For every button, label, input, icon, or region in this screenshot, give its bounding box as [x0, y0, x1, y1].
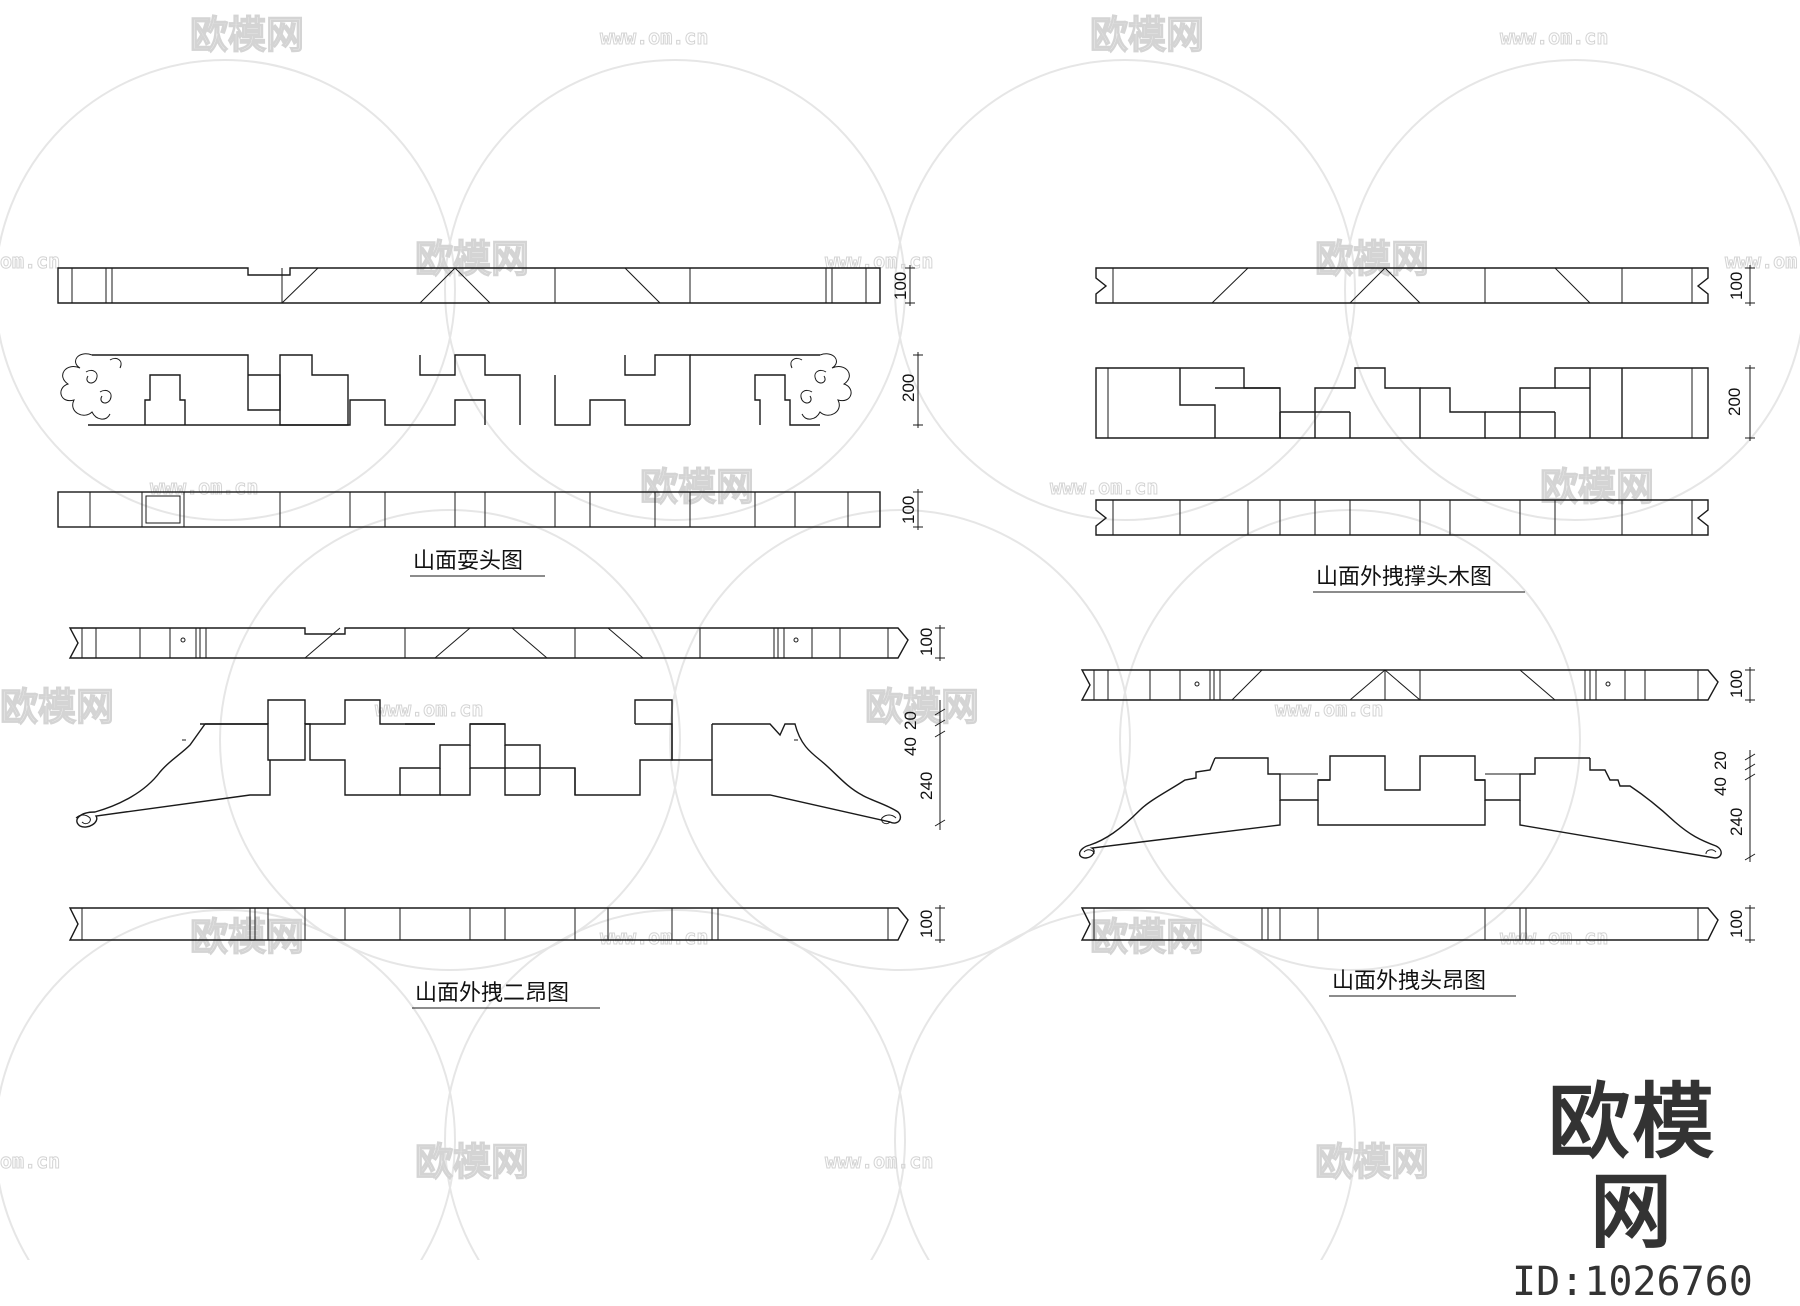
watermark-url: www.om.cn	[1500, 925, 1608, 949]
watermark-logo: 欧模网	[190, 915, 304, 959]
dim-label: 240	[1727, 808, 1746, 836]
brand-logo: 欧模网	[1547, 1075, 1716, 1260]
dim-label: 100	[917, 628, 936, 656]
watermark-layer: 欧模网 欧模网 欧模网 欧模网 欧模网 欧模网 欧模网 欧模网 欧模网 欧模网 …	[0, 12, 1800, 1260]
dim-label: 20	[901, 711, 920, 730]
erang-top-view	[68, 627, 909, 659]
dim-label: 100	[1727, 910, 1746, 938]
touang-side-view	[1079, 755, 1722, 859]
chengtoumu-bottom-view	[1095, 499, 1709, 536]
brand-watermark: 欧模网 ID:1026760	[1512, 1075, 1753, 1306]
watermark-url: www.om.cn	[1500, 25, 1608, 49]
shuatou-dimensions: 100 200 100	[891, 265, 923, 530]
panel-shuatou: 100 200 100 山面耍头图	[57, 265, 923, 577]
dim-label: 20	[1711, 751, 1730, 770]
watermark-url: www.om.cn	[150, 475, 258, 499]
watermark-logo: 欧模网	[1315, 237, 1429, 281]
dim-label: 100	[1727, 272, 1746, 300]
cad-drawing-sheet: 欧模网 欧模网 欧模网 欧模网 欧模网 欧模网 欧模网 欧模网 欧模网 欧模网 …	[0, 12, 1800, 1260]
dim-label: 100	[899, 496, 918, 524]
panel-chengtoumu: 200 山面外拽撑头木图	[1095, 267, 1755, 593]
watermark-logo: 欧模网	[415, 1140, 529, 1184]
chengtoumu-dimensions: 200	[1725, 365, 1755, 441]
dim-label: 200	[1725, 388, 1744, 416]
dim-label: 40	[1711, 777, 1730, 796]
brand-id: ID:1026760	[1512, 1259, 1753, 1305]
touang-top-view	[1080, 669, 1719, 701]
erang-side-view	[75, 699, 902, 828]
dim-label: 200	[899, 374, 918, 402]
dim-label: 240	[917, 772, 936, 800]
cloud-scroll-icon	[790, 353, 852, 420]
touang-dimensions: 100 20 40 240 100	[1711, 667, 1756, 943]
dim-label: 40	[901, 737, 920, 756]
watermark-url: www.om.cn	[375, 697, 483, 721]
chengtoumu-top-view	[1095, 267, 1709, 304]
shuatou-side-view	[60, 353, 852, 426]
dim-label: 100	[1727, 670, 1746, 698]
panel-title: 山面外拽头昂图	[1332, 969, 1486, 994]
watermark-url: om.cn	[0, 1149, 60, 1173]
watermark-logo: 欧模网	[1090, 13, 1204, 57]
panel-title: 山面外拽二昂图	[415, 981, 569, 1006]
cloud-scroll-icon	[60, 353, 122, 420]
watermark-logo: 欧模网	[1315, 1140, 1429, 1184]
panel-erang: 100 20 40 240 100 山面外拽二昂图	[68, 625, 946, 1009]
watermark-logo: 欧模网	[640, 465, 754, 509]
watermark-url: om.cn	[0, 249, 60, 273]
erang-dimensions: 100 20 40 240 100	[901, 625, 946, 943]
watermark-url: www.om.cn	[600, 925, 708, 949]
watermark-url: www.om.cn	[1725, 249, 1800, 273]
watermark-logo: 欧模网	[865, 685, 979, 729]
chengtoumu-side-view	[1095, 367, 1709, 439]
panel-touang: 100 20 40 240 100 山面外拽头昂图	[1079, 667, 1756, 997]
touang-bottom-view	[1080, 907, 1719, 941]
watermark-logo: 欧模网	[415, 237, 529, 281]
watermark-url: www.om.cn	[600, 25, 708, 49]
watermark-url: www.om.cn	[1050, 475, 1158, 499]
dim-label: 100	[917, 910, 936, 938]
erang-bottom-view	[68, 907, 909, 941]
chengtoumu-extra-dimensions: 100	[1727, 265, 1755, 306]
watermark-logo: 欧模网	[1540, 465, 1654, 509]
watermark-logo: 欧模网	[1090, 915, 1204, 959]
shuatou-bottom-view	[57, 491, 881, 528]
dim-label: 100	[891, 272, 910, 300]
watermark-url: www.om.cn	[825, 1149, 933, 1173]
shuatou-top-view	[57, 267, 881, 304]
panel-title: 山面外拽撑头木图	[1316, 565, 1492, 590]
watermark-logo: 欧模网	[0, 685, 114, 729]
watermark-logo: 欧模网	[190, 13, 304, 57]
watermark-url: www.om.cn	[825, 249, 933, 273]
panel-title: 山面耍头图	[413, 549, 523, 574]
